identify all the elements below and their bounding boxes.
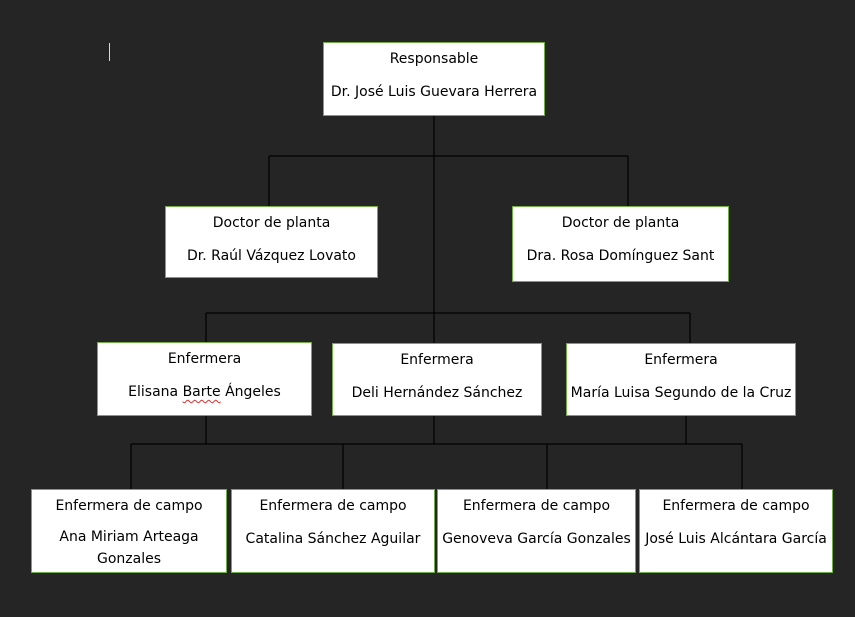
node-person-name: José Luis Alcántara García <box>645 531 827 547</box>
text-cursor <box>109 43 110 61</box>
node-person-name: Catalina Sánchez Aguilar <box>245 531 421 547</box>
node-field-nurse-2[interactable]: Enfermera de campo Catalina Sánchez Agui… <box>231 489 435 573</box>
node-role-label: Enfermera de campo <box>55 498 203 514</box>
node-role-label: Enfermera de campo <box>462 498 611 514</box>
node-role-label: Responsable <box>389 51 479 67</box>
node-role-label: Doctor de planta <box>212 215 331 231</box>
node-person-name: Dr. José Luis Guevara Herrera <box>330 84 538 100</box>
node-nurse-2[interactable]: Enfermera Deli Hernández Sánchez <box>332 343 542 416</box>
node-role-label: Enfermera de campo <box>662 498 810 514</box>
node-doctor-1[interactable]: Doctor de planta Dr. Raúl Vázquez Lovato <box>165 206 378 278</box>
node-person-name: Deli Hernández Sánchez <box>351 385 523 401</box>
spellcheck-flagged-word[interactable]: Barte <box>182 384 221 400</box>
node-nurse-3[interactable]: Enfermera María Luisa Segundo de la Cruz <box>566 343 796 416</box>
name-part: Elisana <box>128 384 183 400</box>
node-nurse-1[interactable]: Enfermera Elisana Barte Ángeles <box>97 342 312 416</box>
node-responsable[interactable]: Responsable Dr. José Luis Guevara Herrer… <box>323 42 545 116</box>
node-person-name: Dra. Rosa Domínguez Sant <box>526 248 715 264</box>
node-field-nurse-4[interactable]: Enfermera de campo José Luis Alcántara G… <box>639 489 833 573</box>
name-part: Ángeles <box>220 384 281 400</box>
node-role-label: Enfermera <box>400 352 474 368</box>
node-doctor-2[interactable]: Doctor de planta Dra. Rosa Domínguez San… <box>512 206 729 282</box>
node-field-nurse-1[interactable]: Enfermera de campo Ana Miriam Arteaga Go… <box>31 489 227 573</box>
node-role-label: Enfermera de campo <box>259 498 407 514</box>
node-role-label: Enfermera <box>644 352 718 368</box>
node-field-nurse-3[interactable]: Enfermera de campo Genoveva García Gonza… <box>437 489 636 573</box>
node-person-name: Ana Miriam Arteaga Gonzales <box>59 529 199 567</box>
node-role-label: Enfermera <box>167 351 242 367</box>
node-person-name: Genoveva García Gonzales <box>442 531 631 547</box>
node-person-name: Elisana Barte Ángeles <box>98 381 311 403</box>
node-role-label: Doctor de planta <box>561 215 680 231</box>
node-person-name: María Luisa Segundo de la Cruz <box>570 385 792 401</box>
node-person-name: Dr. Raúl Vázquez Lovato <box>187 248 356 264</box>
